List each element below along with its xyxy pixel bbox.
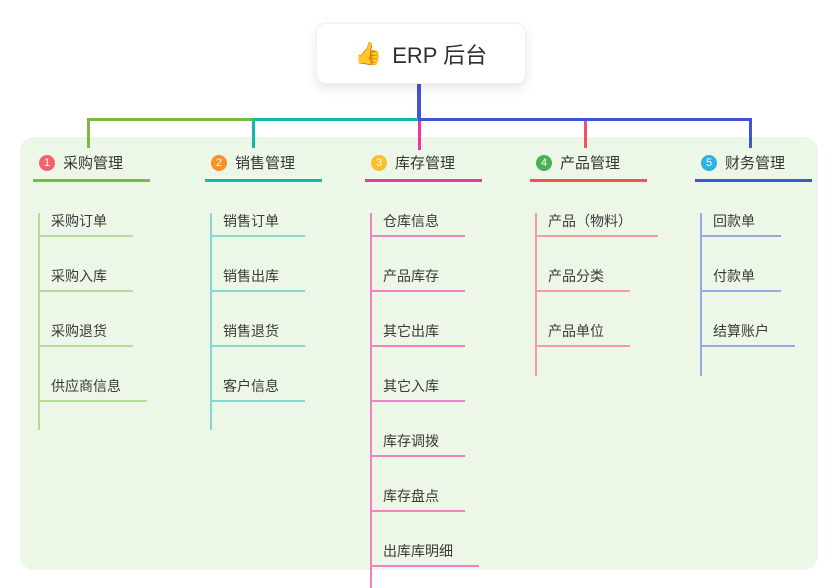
connector-child-vertical (38, 213, 40, 430)
connector-child-vertical (700, 213, 702, 376)
branch-sales: 2 销售管理 销售订单 销售出库 销售退货 客户信息 (205, 148, 322, 430)
branch-number-badge: 1 (39, 154, 55, 171)
node-product-material[interactable]: 产品（物料） (535, 213, 658, 237)
connector-drop-finance (749, 118, 752, 148)
node-sales-order[interactable]: 销售订单 (210, 213, 305, 237)
connector-root-vertical (417, 82, 421, 119)
branch-label: 财务管理 (725, 155, 786, 172)
node-product-unit[interactable]: 产品单位 (535, 323, 630, 347)
thumbs-up-icon: 👍 (354, 40, 383, 66)
branch-children-product: 产品（物料） 产品分类 产品单位 (530, 213, 658, 376)
node-purchase-inbound[interactable]: 采购入库 (38, 268, 133, 292)
connector-horizontal-finance (418, 118, 752, 121)
root-node-erp-backend[interactable]: 👍 ERP 后台 (316, 23, 526, 84)
node-outbound-detail[interactable]: 出库库明细 (370, 543, 479, 567)
node-supplier-info[interactable]: 供应商信息 (38, 378, 147, 402)
connector-drop-purchase (87, 118, 90, 148)
node-payment-doc[interactable]: 付款单 (700, 268, 781, 292)
branch-label: 采购管理 (63, 155, 124, 172)
branch-purchase: 1 采购管理 采购订单 采购入库 采购退货 供应商信息 (33, 148, 150, 430)
node-other-inbound[interactable]: 其它入库 (370, 378, 465, 402)
branch-inventory: 3 库存管理 仓库信息 产品库存 其它出库 其它入库 库存调拨 库存盘点 出库库… (365, 148, 482, 588)
connector-child-vertical (210, 213, 212, 430)
branch-label: 销售管理 (235, 155, 296, 172)
node-warehouse-info[interactable]: 仓库信息 (370, 213, 465, 237)
node-stock-transfer[interactable]: 库存调拨 (370, 433, 465, 457)
root-node-label: ERP 后台 (392, 42, 488, 68)
node-receipt-doc[interactable]: 回款单 (700, 213, 781, 237)
branch-header-finance[interactable]: 5 财务管理 (695, 148, 812, 182)
connector-horizontal-sales (253, 118, 418, 121)
branch-children-finance: 回款单 付款单 结算账户 (695, 213, 812, 376)
connector-child-vertical (535, 213, 537, 376)
node-purchase-order[interactable]: 采购订单 (38, 213, 133, 237)
node-customer-info[interactable]: 客户信息 (210, 378, 305, 402)
branch-number-badge: 2 (211, 154, 227, 171)
branch-children-inventory: 仓库信息 产品库存 其它出库 其它入库 库存调拨 库存盘点 出库库明细 (365, 213, 482, 588)
branch-header-product[interactable]: 4 产品管理 (530, 148, 647, 182)
node-other-outbound[interactable]: 其它出库 (370, 323, 465, 347)
mindmap-panel (20, 137, 818, 570)
branch-children-purchase: 采购订单 采购入库 采购退货 供应商信息 (33, 213, 150, 430)
branch-number-badge: 5 (701, 154, 717, 171)
branch-label: 库存管理 (395, 155, 456, 172)
node-stock-count[interactable]: 库存盘点 (370, 488, 465, 512)
branch-number-badge: 3 (371, 154, 387, 171)
branch-header-sales[interactable]: 2 销售管理 (205, 148, 322, 182)
node-sales-return[interactable]: 销售退货 (210, 323, 305, 347)
connector-horizontal-purchase (87, 118, 254, 121)
branch-label: 产品管理 (560, 155, 621, 172)
node-product-stock[interactable]: 产品库存 (370, 268, 465, 292)
branch-number-badge: 4 (536, 154, 552, 171)
node-product-category[interactable]: 产品分类 (535, 268, 630, 292)
branch-header-inventory[interactable]: 3 库存管理 (365, 148, 482, 182)
branch-product: 4 产品管理 产品（物料） 产品分类 产品单位 (530, 148, 658, 376)
connector-drop-sales (252, 118, 255, 148)
node-settlement-account[interactable]: 结算账户 (700, 323, 795, 347)
connector-drop-product (584, 121, 587, 148)
branch-header-purchase[interactable]: 1 采购管理 (33, 148, 150, 182)
connector-drop-inventory (418, 121, 421, 150)
branch-finance: 5 财务管理 回款单 付款单 结算账户 (695, 148, 812, 376)
node-sales-outbound[interactable]: 销售出库 (210, 268, 305, 292)
node-purchase-return[interactable]: 采购退货 (38, 323, 133, 347)
branch-children-sales: 销售订单 销售出库 销售退货 客户信息 (205, 213, 322, 430)
